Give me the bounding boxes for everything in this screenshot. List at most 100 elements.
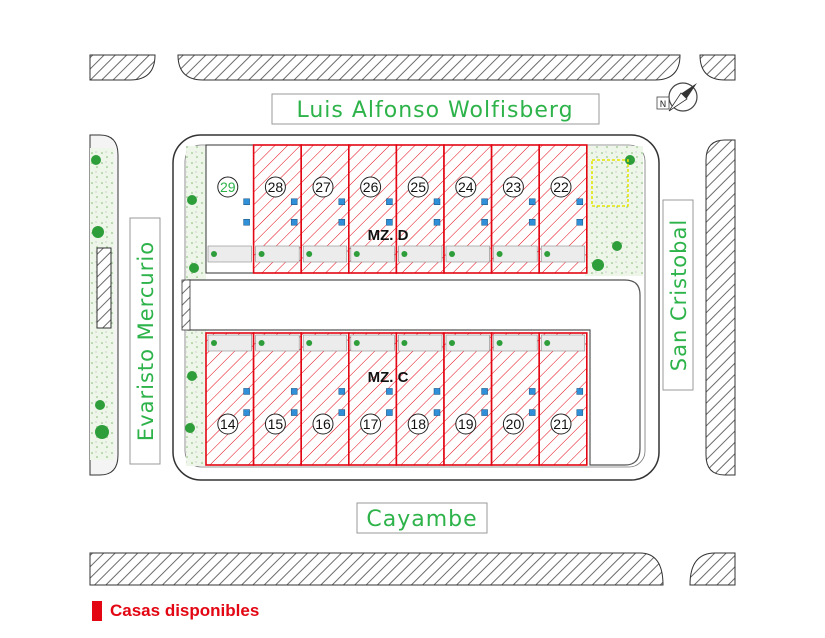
- lot-outline: [490, 332, 541, 466]
- lot-18[interactable]: 18: [395, 332, 445, 466]
- lot-29[interactable]: 29: [205, 144, 255, 274]
- lot-outline: [347, 332, 398, 466]
- lot-28[interactable]: 28: [252, 144, 303, 274]
- street-label-south-box: [356, 502, 488, 534]
- lot-number-badge: [360, 413, 382, 435]
- lot-number-badge: [550, 413, 572, 435]
- compass-north-arrow-icon: N: [656, 82, 698, 112]
- window-mark: [528, 409, 536, 416]
- tree: [189, 263, 199, 273]
- lot-14[interactable]: 14: [205, 332, 255, 466]
- curb-north-right: [699, 54, 736, 81]
- lot-number: 27: [315, 179, 331, 195]
- street-label-north-box: [271, 93, 600, 125]
- lot-number-badge: [502, 413, 524, 435]
- tree: [95, 425, 109, 439]
- legend-swatch: [92, 601, 102, 621]
- lot-outline: [252, 332, 303, 466]
- compass-needle-tail: [668, 92, 688, 112]
- lot-patio: [255, 334, 300, 352]
- plant: [258, 340, 265, 346]
- green-area-east: [585, 146, 643, 276]
- lot-number-badge: [502, 176, 524, 198]
- plant: [211, 251, 217, 257]
- lot-25[interactable]: 25: [395, 144, 445, 274]
- access-gate: [181, 279, 191, 331]
- street-label-west: Evaristo Mercurio: [134, 241, 158, 441]
- street-label-south: Cayambe: [366, 507, 477, 532]
- lot-patio: [255, 245, 300, 263]
- plant: [544, 340, 551, 346]
- window-mark: [243, 388, 250, 395]
- legend: Casas disponibles: [92, 598, 259, 624]
- lot-24[interactable]: 24: [443, 144, 493, 274]
- lot-22[interactable]: 22: [538, 144, 588, 274]
- window-mark: [433, 218, 441, 226]
- tree: [187, 195, 197, 205]
- lot-20[interactable]: 20: [490, 332, 541, 466]
- window-mark: [338, 388, 346, 395]
- plant: [544, 251, 551, 257]
- lot-number: 25: [410, 179, 426, 195]
- window-mark: [576, 388, 584, 395]
- window-mark: [386, 409, 393, 416]
- playground: [591, 159, 629, 207]
- tree: [91, 155, 101, 165]
- lot-number: 14: [220, 416, 236, 432]
- lot-number-badge: [360, 176, 382, 198]
- west-green-strip: [90, 148, 114, 460]
- plant: [353, 251, 360, 257]
- plant: [496, 251, 503, 257]
- lot-number: 17: [363, 416, 379, 432]
- lot-number-badge: [407, 176, 429, 198]
- street-label-east-box: [662, 199, 694, 391]
- lot-21[interactable]: 21: [538, 332, 588, 466]
- street-labels: Luis Alfonso Wolfisberg Cayambe Evaristo…: [129, 93, 694, 534]
- lot-19[interactable]: 19: [443, 332, 493, 466]
- tree: [612, 241, 622, 251]
- lot-number-badge: [264, 176, 286, 198]
- window-mark: [528, 198, 536, 206]
- window-mark: [481, 198, 488, 206]
- lot-23[interactable]: 23: [490, 144, 541, 274]
- lot-patio: [493, 334, 538, 352]
- lot-number-badge: [217, 176, 239, 198]
- window-mark: [290, 388, 298, 395]
- lot-27[interactable]: 27: [300, 144, 350, 274]
- window-mark: [290, 218, 298, 226]
- lot-patio: [207, 334, 252, 352]
- compass-n-box: [656, 96, 670, 110]
- lot-number-badge: [455, 176, 477, 198]
- plant: [449, 340, 455, 346]
- tree: [95, 400, 105, 410]
- lot-number-badge: [550, 176, 572, 198]
- lot-patio: [398, 334, 443, 352]
- lot-outline: [395, 332, 445, 466]
- window-mark: [576, 198, 584, 206]
- window-mark: [433, 388, 441, 395]
- lot-number-badge: [407, 413, 429, 435]
- lot-patio: [207, 245, 252, 263]
- plant: [306, 251, 313, 257]
- lot-patio: [350, 334, 395, 352]
- lot-patio: [398, 245, 443, 263]
- block-d-label: MZ. D: [368, 227, 409, 244]
- plant: [401, 251, 408, 257]
- lot-outline: [443, 332, 493, 466]
- lot-17[interactable]: 17: [347, 332, 398, 466]
- lot-26[interactable]: 26: [347, 144, 398, 274]
- plant: [449, 251, 455, 257]
- lot-number-badge: [264, 413, 286, 435]
- lot-number: 22: [553, 179, 569, 195]
- window-mark: [433, 198, 441, 206]
- lot-patio: [540, 334, 586, 352]
- curb-north-left: [89, 54, 156, 81]
- lot-15[interactable]: 15: [252, 332, 303, 466]
- lot-16[interactable]: 16: [300, 332, 350, 466]
- tree: [92, 226, 104, 238]
- window-mark: [433, 409, 441, 416]
- compass-n-letter: N: [660, 100, 667, 110]
- window-mark: [290, 198, 298, 206]
